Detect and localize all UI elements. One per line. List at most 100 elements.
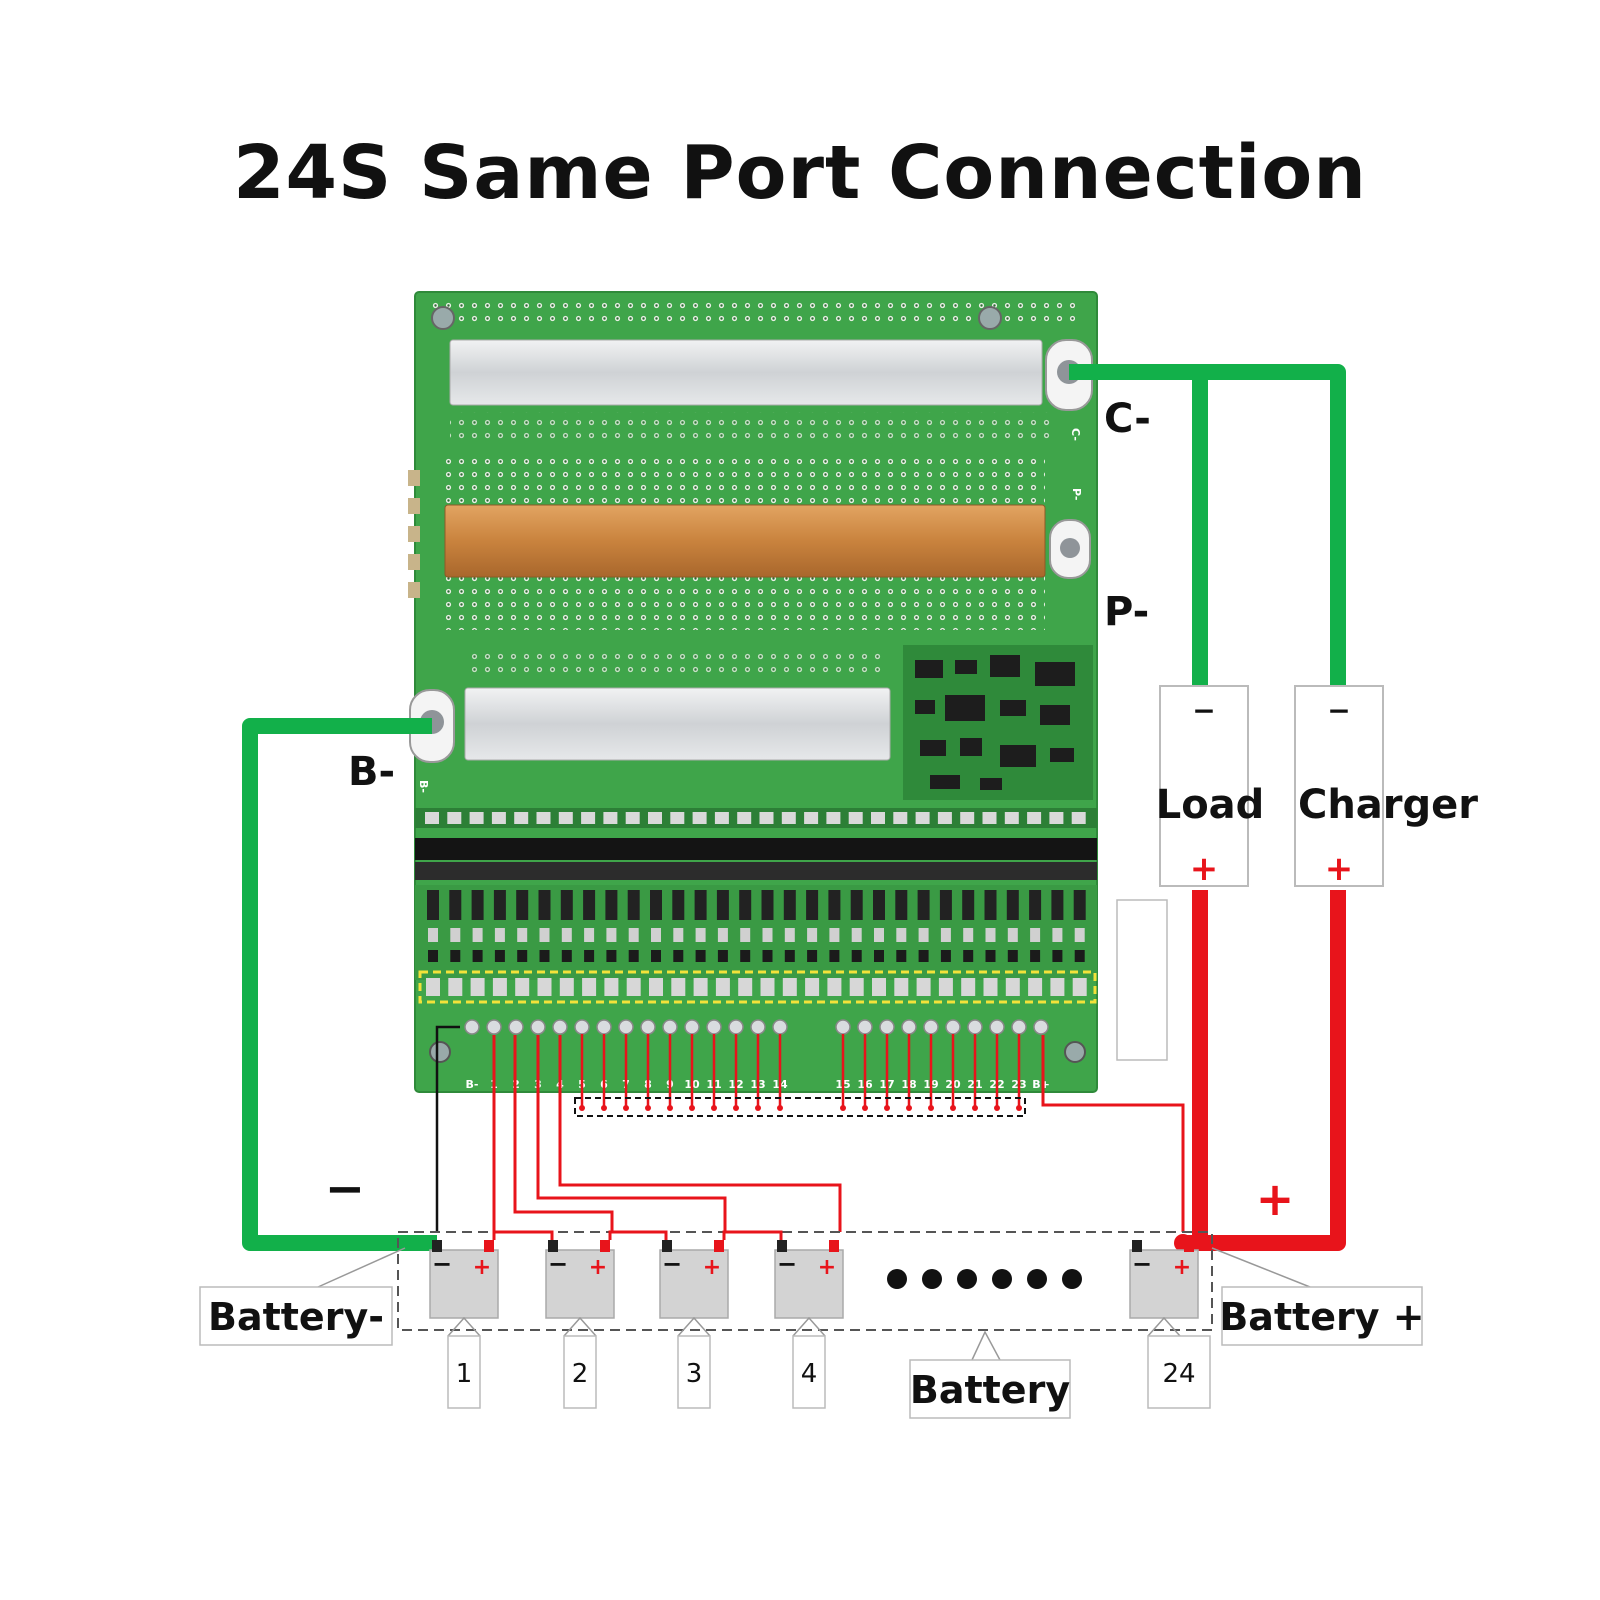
smd-part xyxy=(1051,890,1064,920)
smd-part xyxy=(494,950,505,962)
smd-resistor xyxy=(628,928,639,942)
cell-number-tag xyxy=(563,1335,597,1409)
smd-resistor xyxy=(918,928,929,942)
smd-part xyxy=(761,890,774,920)
smd-part xyxy=(516,890,529,920)
sense-wire-dot xyxy=(906,1105,912,1111)
sense-pin-pad xyxy=(706,1019,722,1035)
cell-positive-terminal xyxy=(714,1240,724,1252)
sense-wire-dot xyxy=(689,1105,695,1111)
smd-resistor xyxy=(982,812,997,824)
smd-resistor xyxy=(740,928,751,942)
smd-resistor xyxy=(625,812,640,824)
smd-resistor xyxy=(539,928,550,942)
smd-resistor xyxy=(963,928,974,942)
sense-wire-dot xyxy=(645,1105,651,1111)
via-row-top xyxy=(430,298,1075,328)
sense-wire-2 xyxy=(513,1035,614,1232)
smd-resistor xyxy=(1071,812,1086,824)
cell-positive-terminal xyxy=(829,1240,839,1252)
cell-positive-terminal xyxy=(484,1240,494,1252)
sense-pin-pad xyxy=(618,1019,634,1035)
battery-cells: −+1−+2−+3−+4−+24 xyxy=(429,1230,1211,1409)
smd-resistor xyxy=(896,928,907,942)
sense-pin-pad xyxy=(464,1019,480,1035)
smd-part xyxy=(939,890,952,920)
smd-resistor xyxy=(426,978,440,996)
cell-callout-pointer xyxy=(677,1316,711,1337)
capacitor xyxy=(408,470,420,486)
smd-resistor xyxy=(829,928,840,942)
battery-cell xyxy=(1129,1249,1199,1319)
smd-resistor xyxy=(714,812,729,824)
sense-pin-pad xyxy=(662,1019,678,1035)
capacitor xyxy=(408,582,420,598)
smd-resistor xyxy=(651,928,661,942)
sense-pin-label: B+ xyxy=(1032,1078,1050,1091)
smd-part xyxy=(784,950,795,962)
smd-part xyxy=(695,950,706,962)
sense-wire-dot xyxy=(884,1105,890,1111)
ellipsis-dots xyxy=(887,1269,1082,1289)
sense-wire-dot xyxy=(711,1105,717,1111)
cell-plus-sign: + xyxy=(589,1255,607,1280)
smd-resistor xyxy=(1074,928,1085,942)
charger-label: Charger xyxy=(1298,782,1478,828)
cell-negative-terminal xyxy=(662,1240,672,1252)
sense-pin-pad xyxy=(772,1019,788,1035)
smd-resistor xyxy=(671,978,686,996)
sense-wire-dot xyxy=(755,1105,761,1111)
capacitor xyxy=(408,526,420,542)
sense-pin-pad xyxy=(1033,1019,1049,1035)
cell-positive-terminal xyxy=(600,1240,610,1252)
smd-resistor xyxy=(1072,978,1087,996)
sense-pin-pad xyxy=(486,1019,502,1035)
cell-plus-sign: + xyxy=(818,1255,836,1280)
cell-number: 3 xyxy=(686,1359,703,1389)
smd-resistor xyxy=(492,978,507,996)
smd-resistor xyxy=(1050,978,1065,996)
mosfet-row xyxy=(415,862,1097,880)
mosfet-row xyxy=(415,838,1097,860)
smd-part xyxy=(583,890,596,920)
smd-resistor xyxy=(762,928,773,942)
battery-negative-callout: Battery- xyxy=(199,1247,406,1346)
sense-pin-pad xyxy=(879,1019,895,1035)
smd-resistor xyxy=(1027,812,1042,824)
smd-resistor xyxy=(983,978,998,996)
cell-number: 1 xyxy=(456,1359,473,1389)
negative-wires xyxy=(242,364,1346,1251)
capacitor xyxy=(408,498,420,514)
smd-part xyxy=(739,890,752,920)
via-row xyxy=(465,650,885,678)
smd-resistor xyxy=(940,928,951,942)
cell-plus-sign: + xyxy=(1173,1255,1191,1280)
sense-pin-pad xyxy=(728,1019,744,1035)
cell-number: 4 xyxy=(801,1359,818,1389)
smd-resistor xyxy=(784,928,795,942)
cell-number: 24 xyxy=(1162,1359,1195,1389)
cell-plus-sign: + xyxy=(473,1255,491,1280)
smd-resistor xyxy=(584,928,595,942)
smd-resistor xyxy=(851,928,862,942)
smd-resistor xyxy=(648,812,662,824)
sense-pin-pad xyxy=(508,1019,524,1035)
smd-resistor xyxy=(1004,812,1019,824)
smd-resistor xyxy=(1007,928,1018,942)
cell-number: 2 xyxy=(572,1359,589,1389)
smd-part xyxy=(673,950,684,962)
smd-resistor xyxy=(606,928,617,942)
cell-negative-terminal xyxy=(777,1240,787,1252)
smd-resistor xyxy=(491,812,506,824)
smd-part xyxy=(517,950,528,962)
smd-resistor xyxy=(469,812,484,824)
sense-group-dashed xyxy=(574,1097,1026,1117)
load-minus-sign: − xyxy=(1192,694,1215,727)
smd-resistor xyxy=(1030,928,1041,942)
smd-part xyxy=(740,950,751,962)
cell-series-link xyxy=(608,1230,668,1240)
smd-part xyxy=(716,890,729,920)
sense-pin-pad xyxy=(857,1019,873,1035)
smd-resistor xyxy=(738,978,753,996)
smd-part xyxy=(917,890,930,920)
